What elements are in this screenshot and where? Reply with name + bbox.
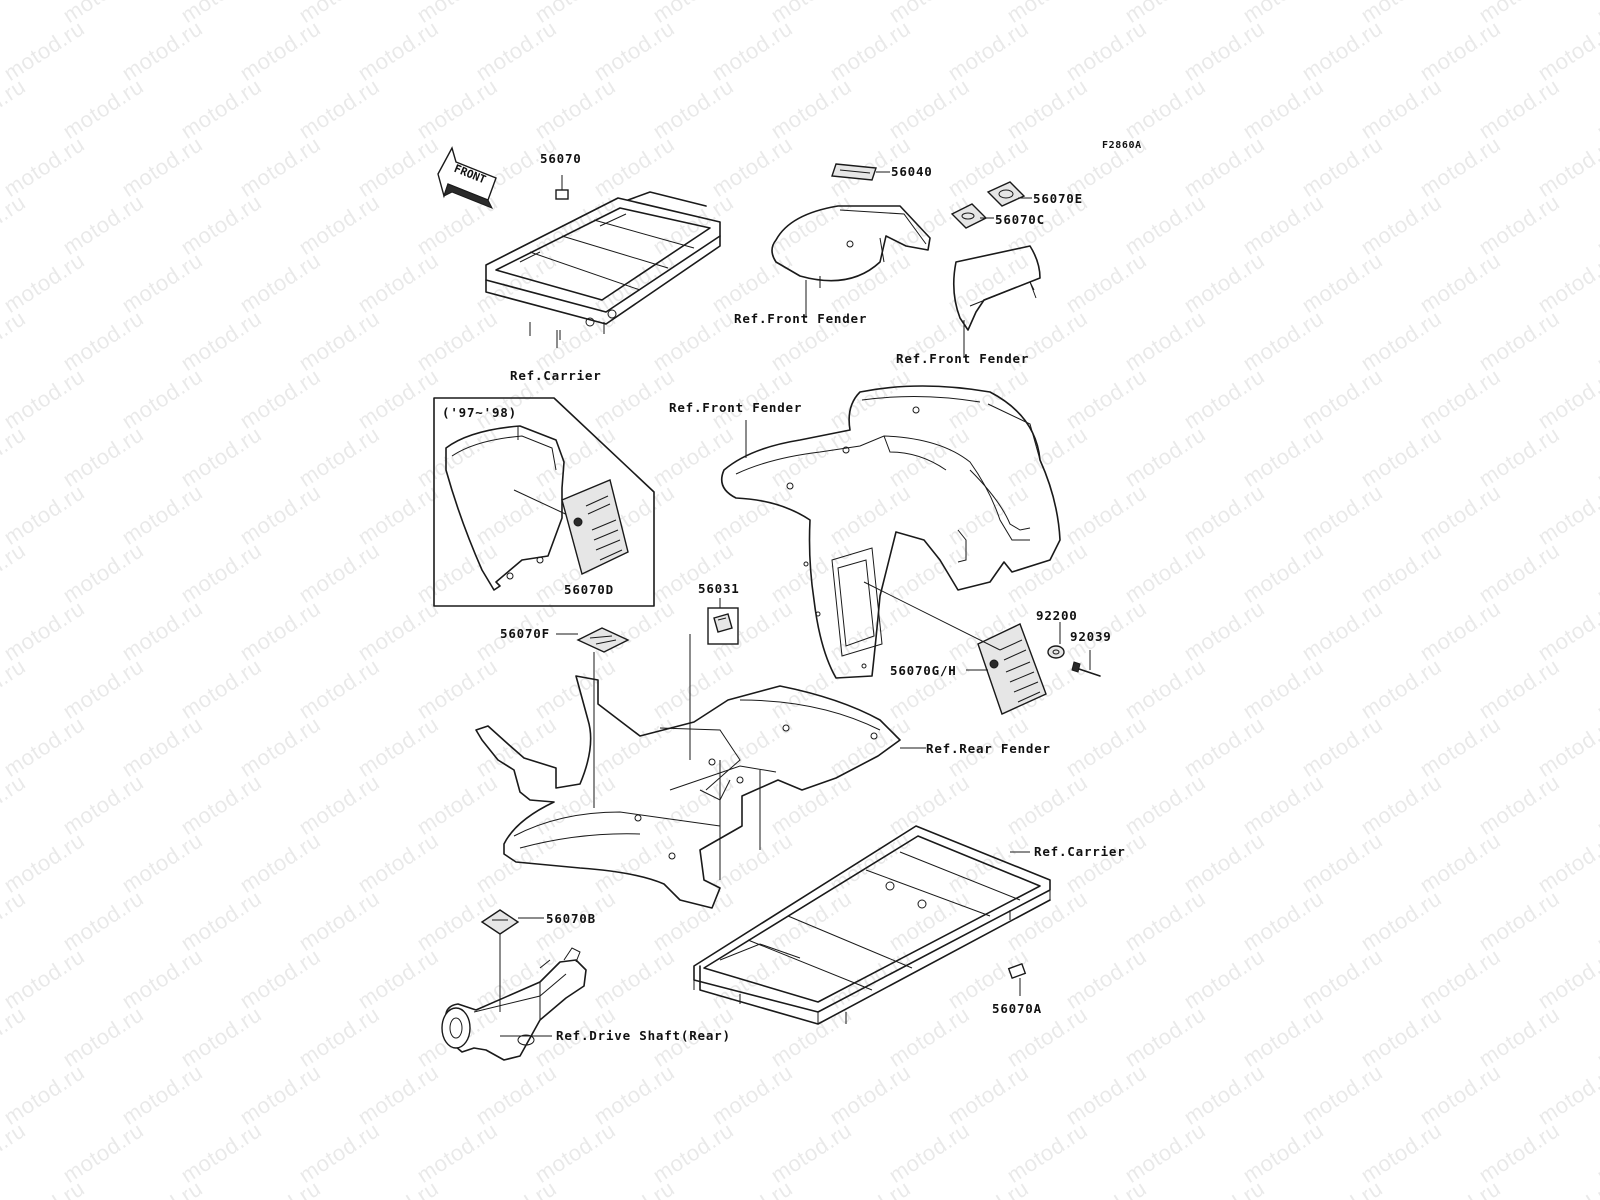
callout-56040: 56040 xyxy=(891,164,933,179)
ref-drive-shaft: Ref.Drive Shaft(Rear) xyxy=(556,1028,731,1043)
ref-carrier-rear: Ref.Carrier xyxy=(1034,844,1126,859)
washer-92200 xyxy=(1047,645,1065,659)
ref-front-fender-a: Ref.Front Fender xyxy=(734,311,868,326)
callout-92039: 92039 xyxy=(1070,629,1112,644)
label-56070-decal xyxy=(555,189,569,200)
ref-rear-fender: Ref.Rear Fender xyxy=(926,741,1051,756)
decal-56070a xyxy=(1007,963,1027,979)
front-fender-panel-part xyxy=(952,245,1041,331)
decal-56070b xyxy=(480,909,520,935)
callout-56070gh: 56070G/H xyxy=(890,663,957,678)
bolt-92039 xyxy=(1071,661,1101,677)
ref-front-fender-b: Ref.Front Fender xyxy=(896,351,1030,366)
ref-carrier-front: Ref.Carrier xyxy=(510,368,602,383)
rear-carrier-part xyxy=(693,825,1051,1025)
front-arrow-icon: FRONT xyxy=(437,146,497,209)
callout-56070e: 56070E xyxy=(1033,191,1083,206)
callout-56070d: 56070D xyxy=(564,582,614,597)
callout-56070b: 56070B xyxy=(546,911,596,926)
warning-label-56070d xyxy=(561,479,629,575)
decal-56070c xyxy=(950,203,988,229)
decal-56070f xyxy=(576,627,630,653)
ref-front-fender-main: Ref.Front Fender xyxy=(669,400,803,415)
callout-56070a: 56070A xyxy=(992,1001,1042,1016)
callout-92200: 92200 xyxy=(1036,608,1078,623)
inset-box xyxy=(433,397,655,607)
callout-56070f: 56070F xyxy=(500,626,550,641)
inset-years-label: ('97~'98) xyxy=(442,405,517,420)
front-carrier-part xyxy=(485,191,721,340)
decal-56040 xyxy=(831,163,877,181)
drive-shaft-part xyxy=(441,947,587,1061)
decal-56070e xyxy=(986,181,1026,207)
callout-56070: 56070 xyxy=(540,151,582,166)
warning-label-56070gh xyxy=(977,623,1047,715)
diagram-code: F2860A xyxy=(1102,140,1142,151)
front-fender-cover-part xyxy=(771,205,931,288)
rear-fender-part xyxy=(475,675,901,909)
front-fender-main-part xyxy=(720,385,1061,679)
callout-56031: 56031 xyxy=(698,581,740,596)
decal-56031 xyxy=(707,607,739,645)
callout-56070c: 56070C xyxy=(995,212,1045,227)
